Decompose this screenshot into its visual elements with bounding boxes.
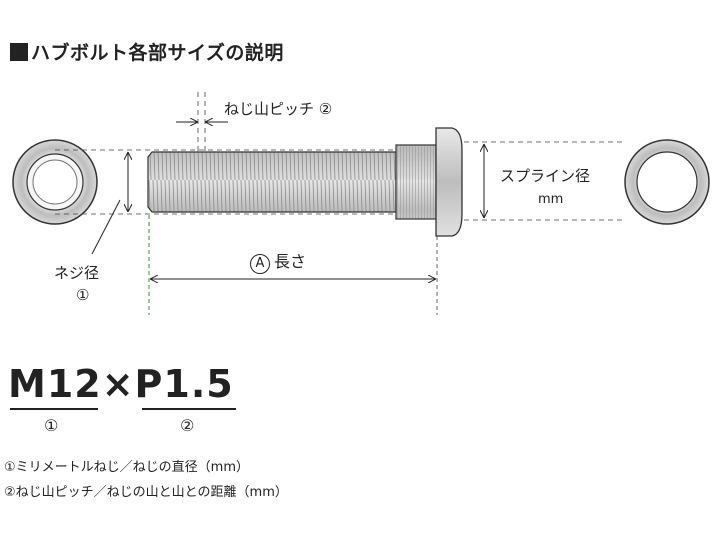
thread-diameter-number: ① (76, 286, 90, 304)
spline-diameter-label: スプライン径 (500, 167, 591, 185)
formula-underline-1 (10, 408, 98, 410)
bolt-head (435, 127, 463, 237)
length-text: 長さ (274, 252, 307, 271)
bolt-spline (395, 144, 437, 220)
note-2: ②ねじ山ピッチ／ねじの山と山との距離（mm） (4, 485, 288, 500)
head-end-view (624, 139, 710, 225)
page-title-text: ハブボルト各部サイズの説明 (31, 42, 284, 64)
thread-end-view (12, 139, 98, 225)
formula-underline-2 (142, 408, 236, 410)
formula-number-1: ① (44, 416, 59, 435)
page-title: ハブボルト各部サイズの説明 (10, 38, 284, 65)
size-formula: M12×P1.5 (8, 362, 234, 406)
note-1: ①ミリメートルねじ／ねじの直径（mm） (4, 460, 249, 475)
length-marker: A (250, 254, 270, 274)
bolt-shaft (147, 151, 397, 213)
formula-number-2: ② (180, 416, 195, 435)
thread-diameter-dimension (91, 153, 128, 255)
length-dimension (148, 215, 438, 315)
square-bullet-icon (10, 43, 28, 61)
pitch-label: ねじ山ピッチ ② (224, 100, 333, 118)
spline-unit-label: mm (538, 192, 564, 207)
thread-diameter-label: ネジ径 (54, 264, 100, 282)
